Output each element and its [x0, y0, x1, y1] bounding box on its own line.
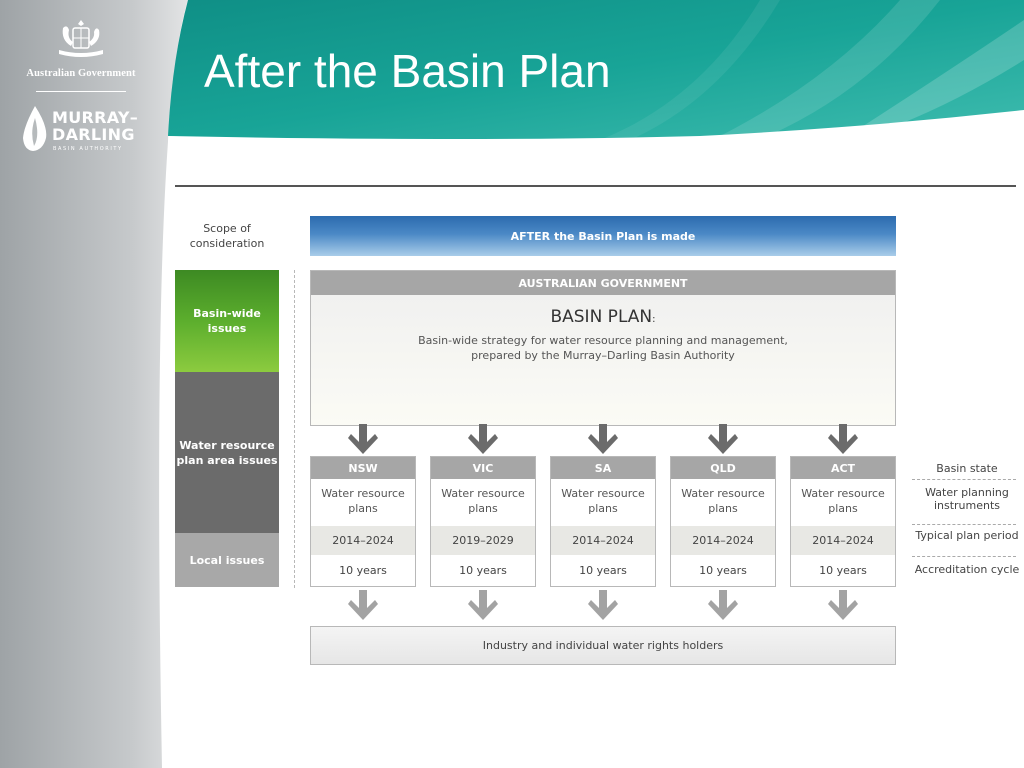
row-label-instruments: Water planning instruments	[925, 486, 1009, 512]
local-issues-block: Local issues	[175, 533, 279, 587]
state-column-act: ACT Water resource plans 2014–2024 10 ye…	[790, 456, 896, 587]
mdba-logo: MURRAY– DARLING BASIN AUTHORITY	[22, 104, 152, 160]
logo-divider	[36, 91, 126, 92]
plan-title-suffix: :	[652, 314, 656, 325]
state-cycle: 10 years	[579, 564, 627, 577]
state-column-qld: QLD Water resource plans 2014–2024 10 ye…	[670, 456, 776, 587]
plan-title: BASIN PLAN:	[311, 307, 895, 327]
row-label-cycle: Accreditation cycle	[914, 563, 1020, 576]
industry-rights-holders-label: Industry and individual water rights hol…	[482, 639, 724, 652]
plan-description-line1: Basin-wide strategy for water resource p…	[418, 334, 788, 347]
government-text: Australian Government	[26, 68, 136, 79]
plan-title-text: BASIN PLAN	[550, 307, 653, 327]
basin-wide-issues-block: Basin-wide issues	[175, 270, 279, 372]
plan-description: Basin-wide strategy for water resource p…	[311, 333, 895, 363]
local-issues-label: Local issues	[189, 553, 265, 567]
state-name: VIC	[431, 457, 535, 479]
down-arrow-icon	[708, 590, 738, 620]
page-title: After the Basin Plan	[204, 45, 611, 97]
plan-description-line2: prepared by the Murray–Darling Basin Aut…	[471, 349, 735, 362]
state-instrument: Water resource plans	[801, 486, 885, 515]
down-arrow-icon	[828, 424, 858, 454]
down-arrow-icon	[828, 590, 858, 620]
row-divider	[912, 479, 1016, 480]
down-arrow-icon	[588, 424, 618, 454]
row-divider	[912, 524, 1016, 525]
state-period: 2014–2024	[791, 526, 895, 555]
basin-plan-box: AUSTRALIAN GOVERNMENT BASIN PLAN: Basin-…	[310, 270, 896, 426]
down-arrow-icon	[588, 590, 618, 620]
mdba-text-murray: MURRAY–	[52, 108, 139, 127]
title-divider	[175, 185, 1016, 187]
down-arrow-icon	[348, 424, 378, 454]
after-basin-plan-banner: AFTER the Basin Plan is made	[310, 216, 896, 256]
row-divider	[912, 556, 1016, 557]
state-name: SA	[551, 457, 655, 479]
water-plan-area-block: Water resource plan area issues	[175, 372, 279, 533]
state-column-sa: SA Water resource plans 2014–2024 10 yea…	[550, 456, 656, 587]
scope-divider	[294, 270, 295, 588]
mdba-text-darling: DARLING	[52, 125, 135, 144]
basin-wide-issues-label: Basin-wide issues	[193, 307, 261, 335]
after-basin-plan-label: AFTER the Basin Plan is made	[510, 229, 696, 243]
state-column-nsw: NSW Water resource plans 2014–2024 10 ye…	[310, 456, 416, 587]
coat-of-arms-icon	[59, 20, 103, 57]
state-instrument: Water resource plans	[561, 486, 645, 515]
state-cycle: 10 years	[339, 564, 387, 577]
state-name: NSW	[311, 457, 415, 479]
state-name: ACT	[791, 457, 895, 479]
state-column-vic: VIC Water resource plans 2019–2029 10 ye…	[430, 456, 536, 587]
mdba-text-basin-authority: BASIN AUTHORITY	[53, 146, 123, 152]
state-period: 2014–2024	[551, 526, 655, 555]
down-arrow-icon	[348, 590, 378, 620]
state-period: 2019–2029	[431, 526, 535, 555]
scope-title: Scope of consideration	[189, 222, 265, 250]
state-instrument: Water resource plans	[441, 486, 525, 515]
down-arrow-icon	[708, 424, 738, 454]
row-label-period: Typical plan period	[915, 529, 1019, 542]
plan-header: AUSTRALIAN GOVERNMENT	[311, 271, 895, 295]
row-label-basin-state: Basin state	[936, 462, 998, 475]
water-plan-area-label: Water resource plan area issues	[176, 438, 278, 467]
australian-government-logo: Australian Government	[18, 16, 144, 92]
state-name: QLD	[671, 457, 775, 479]
plan-header-label: AUSTRALIAN GOVERNMENT	[518, 276, 688, 290]
state-cycle: 10 years	[459, 564, 507, 577]
industry-rights-holders-box: Industry and individual water rights hol…	[310, 626, 896, 665]
state-instrument: Water resource plans	[681, 486, 765, 515]
state-period: 2014–2024	[311, 526, 415, 555]
down-arrow-icon	[468, 590, 498, 620]
state-cycle: 10 years	[699, 564, 747, 577]
state-cycle: 10 years	[819, 564, 867, 577]
water-drop-icon	[23, 106, 47, 151]
state-instrument: Water resource plans	[321, 486, 405, 515]
state-period: 2014–2024	[671, 526, 775, 555]
down-arrow-icon	[468, 424, 498, 454]
